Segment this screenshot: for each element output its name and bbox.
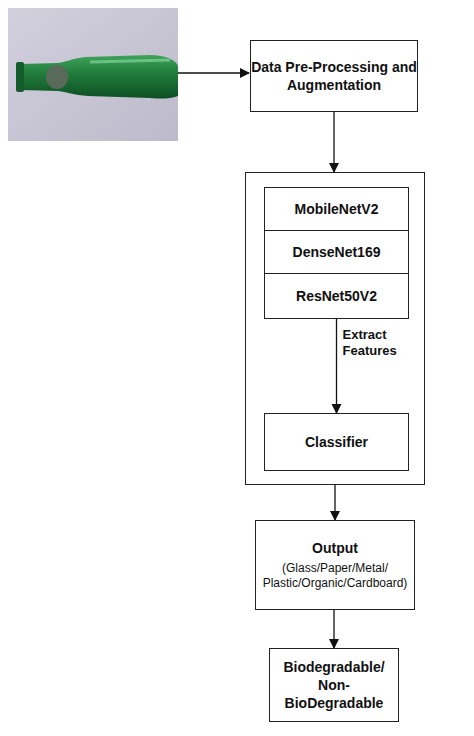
box-label: Data Pre-Processing and Augmentation — [251, 58, 417, 94]
output-box: Output (Glass/Paper/Metal/ Plastic/Organi… — [255, 520, 415, 610]
box-label: Biodegradable/ Non-BioDegradable — [270, 658, 398, 712]
box-label: Classifier — [305, 433, 368, 451]
box-detail: (Glass/Paper/Metal/ Plastic/Organic/Card… — [256, 561, 414, 591]
box-label: ResNet50V2 — [296, 287, 377, 305]
box-label: Output — [312, 539, 358, 557]
bottle-label — [46, 65, 68, 89]
flow-arrow — [333, 112, 334, 172]
process-box: Data Pre-Processing and Augmentation — [250, 40, 418, 112]
flow-arrow — [334, 485, 335, 520]
flow-arrow — [333, 610, 334, 648]
box-label: MobileNetV2 — [294, 200, 378, 218]
bottle-highlight — [90, 60, 170, 62]
model-container: MobileNetV2DenseNet169ResNet50V2Classifi… — [245, 172, 425, 485]
classifier-box: Classifier — [264, 413, 409, 471]
bottle-neck-ring — [16, 62, 24, 92]
model-box: DenseNet169 — [264, 230, 409, 274]
box-label: DenseNet169 — [293, 243, 381, 261]
input-arrow — [178, 72, 249, 73]
bottle-body — [20, 55, 178, 99]
photo-background — [8, 8, 178, 141]
model-box: ResNet50V2 — [264, 273, 409, 319]
edge-label: Extract Features — [343, 327, 415, 359]
result-box: Biodegradable/ Non-BioDegradable — [269, 648, 399, 722]
model-box: MobileNetV2 — [264, 187, 409, 231]
